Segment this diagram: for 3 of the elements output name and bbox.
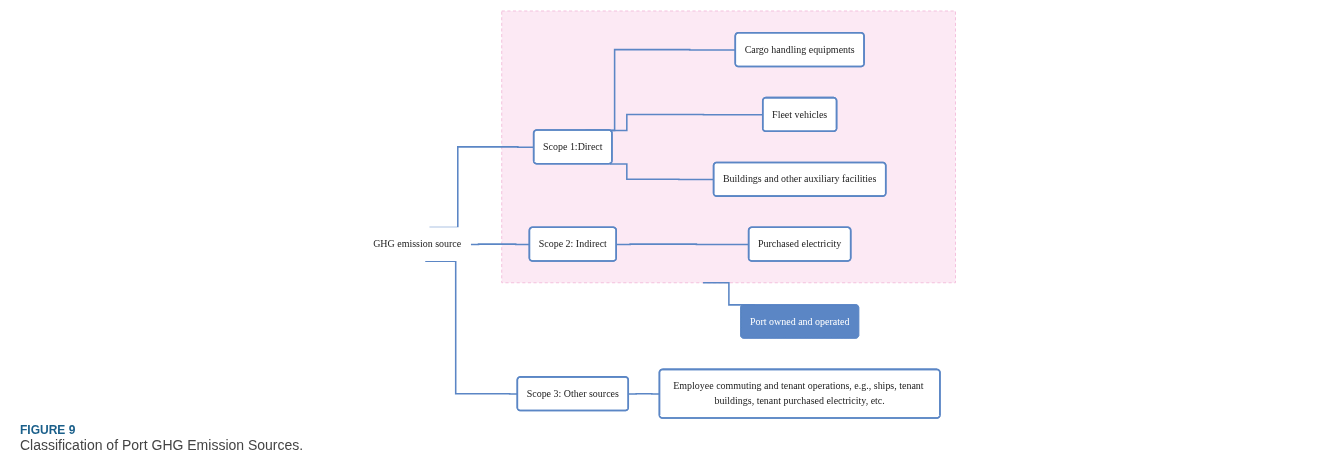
cluster bbox=[501, 10, 957, 284]
caption: Classification of Port GHG Emission Sources. bbox=[20, 437, 305, 453]
figure-label: FIGURE 9 bbox=[20, 423, 77, 437]
